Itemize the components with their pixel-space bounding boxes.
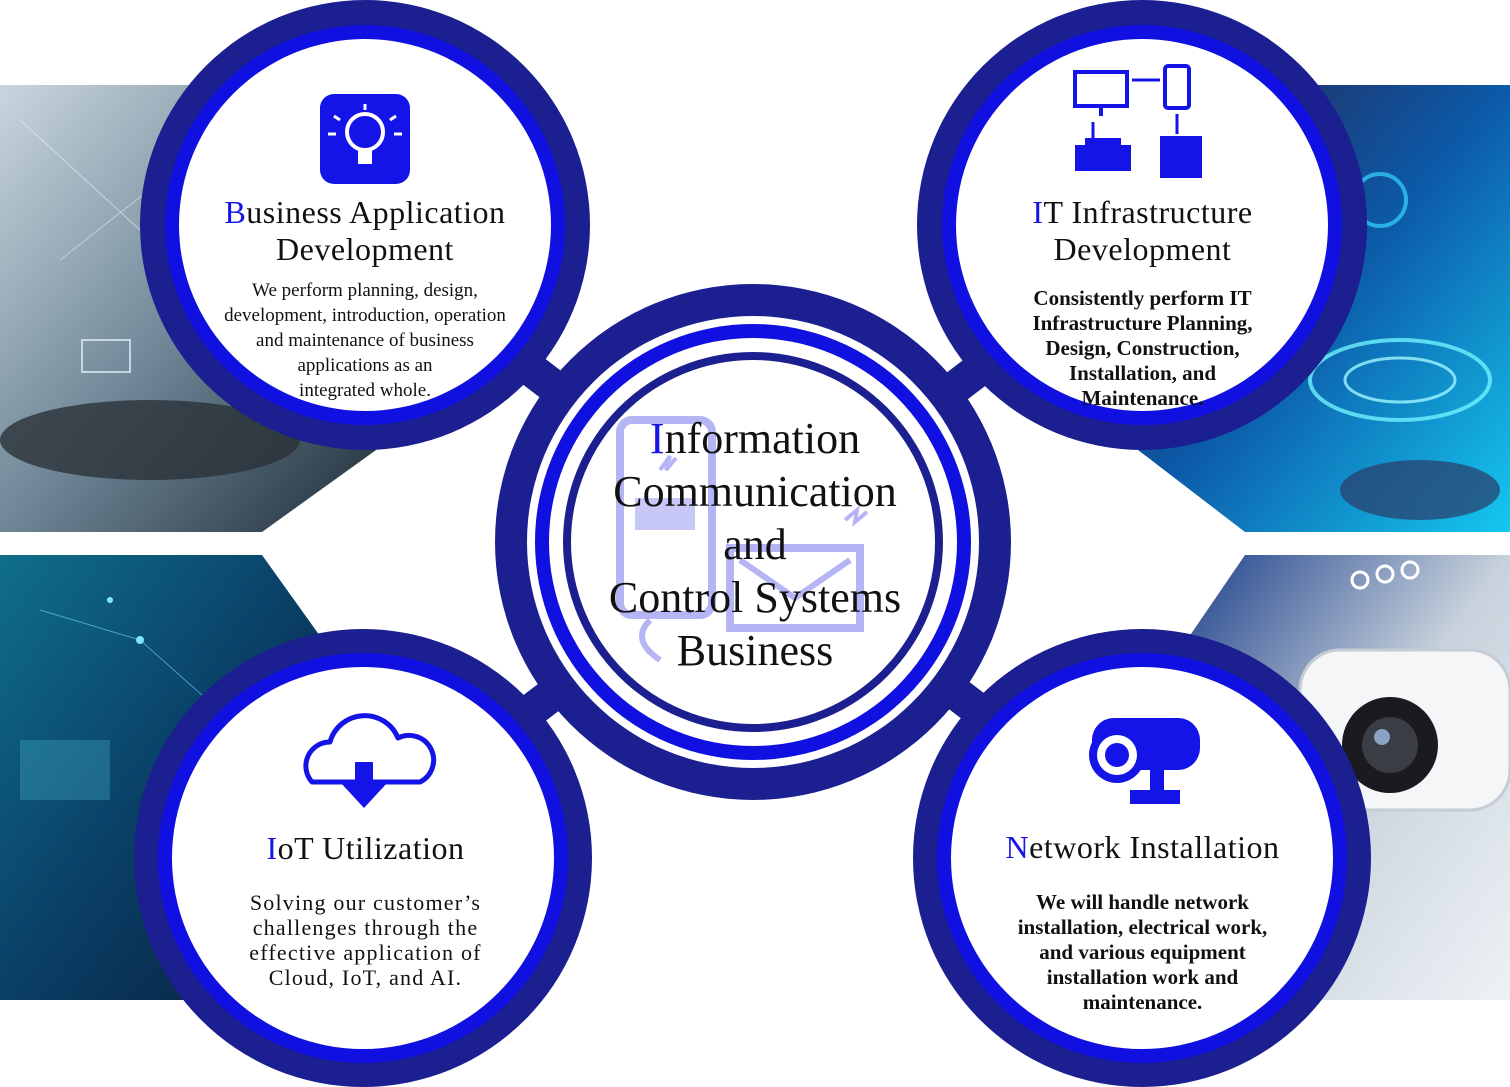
iot-desc-line: effective application of [249,940,482,965]
panel-network: Network Installation We will handle netw… [970,829,1315,1015]
phone-mail-icon [616,416,869,663]
panel-it-infra: IT Infrastructure Development Consistent… [985,194,1300,411]
business-app-title-line-2: Development [276,231,454,267]
network-desc-line: installation, electrical work, [1017,915,1268,939]
panel-iot: IoT Utilization Solving our customer’s c… [198,830,533,990]
iot-title: IoT Utilization [198,830,533,867]
it-infra-title-first-letter: I [1032,194,1044,230]
business-app-title-first-letter: B [224,194,247,230]
business-app-desc-line: We perform planning, design, [252,280,478,301]
it-infra-title-line-2: Development [1053,231,1232,267]
business-app-title: Business Application Development [195,194,535,268]
ring-network [913,629,1371,1087]
iot-description: Solving our customer’s challenges throug… [198,890,533,990]
iot-title-rest: oT Utilization [277,830,465,866]
center-title-first-letter: I [649,414,665,463]
center-title-line-4: Control Systems [608,573,902,622]
center-title-line-2: Communication [613,467,897,516]
network-devices-icon [1073,64,1202,178]
network-desc-line: and various equipment [1039,940,1246,964]
network-desc-line: We will handle network [1036,890,1249,914]
it-infra-desc-line: Infrastructure Planning, [1032,311,1253,335]
security-camera-icon [1089,718,1200,804]
network-desc-line: maintenance. [1082,990,1203,1014]
ring-it-infra [917,0,1367,450]
it-infra-title-line-1: T Infrastructure [1043,194,1253,230]
iot-desc-line: Cloud, IoT, and AI. [268,965,463,990]
it-infra-title: IT Infrastructure Development [985,194,1300,268]
network-title-first-letter: N [1005,829,1030,865]
network-title-rest: etwork Installation [1029,829,1280,865]
network-description: We will handle network installation, ele… [970,890,1315,1015]
business-app-desc-line: and maintenance of business [256,330,474,351]
it-infra-description: Consistently perform IT Infrastructure P… [985,286,1300,411]
business-app-description: We perform planning, design, development… [195,278,535,403]
lightbulb-icon [320,94,410,184]
it-infra-desc-line: Maintenance. [1081,386,1204,410]
business-app-desc-line: applications as an [297,355,433,376]
iot-desc-line: challenges through the [252,915,479,940]
center-title-line-3: and [723,520,787,569]
iot-title-first-letter: I [266,830,278,866]
ring-business-app [140,0,590,450]
business-app-title-line-1: usiness Application [246,194,506,230]
center-ring [495,284,1011,800]
ring-iot [134,629,592,1087]
center-title: Information Communication and Control Sy… [560,412,950,677]
network-title: Network Installation [970,829,1315,866]
it-infra-desc-line: Consistently perform IT [1033,286,1252,310]
it-infra-desc-line: Design, Construction, [1045,336,1240,360]
business-app-desc-line: development, introduction, operation [224,305,506,326]
business-app-desc-line: integrated whole. [299,380,431,401]
center-title-line-1: nformation [664,414,861,463]
center-title-line-5: Business [676,626,834,675]
cloud-download-icon [303,713,437,808]
it-infra-desc-line: Installation, and [1068,361,1217,385]
panel-business-app: Business Application Development We perf… [195,194,535,403]
iot-desc-line: Solving our customer’s [249,890,482,915]
network-desc-line: installation work and [1046,965,1239,989]
